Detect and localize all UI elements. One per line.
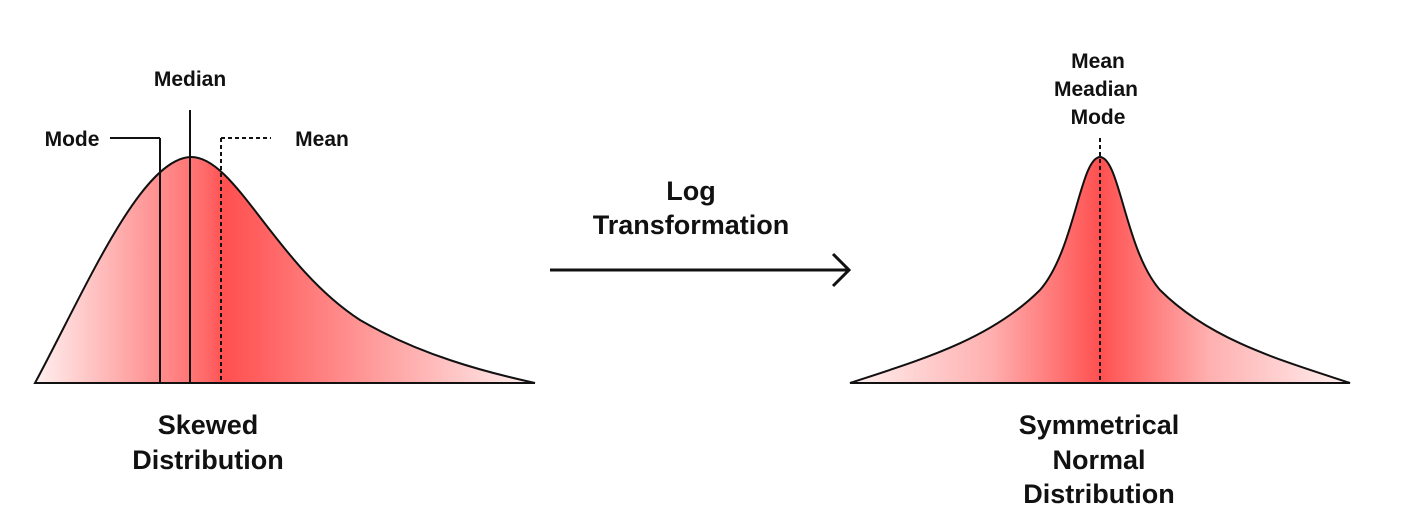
skewed-caption-line-2: Distribution — [132, 445, 283, 475]
mean-label: Mean — [295, 128, 349, 151]
log-transformation: Log Transformation — [550, 176, 852, 288]
symmetric-caption-line-3: Distribution — [1023, 479, 1174, 509]
symmetric-distribution: Mean Meadian Mode Symmetrical Normal Dis… — [849, 50, 1351, 509]
peak-label-mode: Mode — [1071, 106, 1126, 129]
arrow-head-icon — [831, 252, 852, 288]
symmetric-caption-line-1: Symmetrical — [1019, 410, 1180, 440]
transform-label-line-2: Transformation — [593, 210, 790, 240]
skewed-curve — [33, 155, 536, 384]
skewed-caption-line-1: Skewed — [158, 410, 259, 440]
symmetric-caption-line-2: Normal — [1052, 445, 1145, 475]
transform-label-line-1: Log — [666, 176, 715, 206]
median-label: Median — [154, 68, 226, 91]
peak-label-median: Meadian — [1054, 78, 1138, 101]
mode-label: Mode — [45, 128, 100, 151]
peak-label-mean: Mean — [1071, 50, 1125, 73]
skewed-distribution: Median Mode Mean Skewed Distribution — [33, 68, 536, 475]
symmetric-curve — [849, 155, 1351, 384]
